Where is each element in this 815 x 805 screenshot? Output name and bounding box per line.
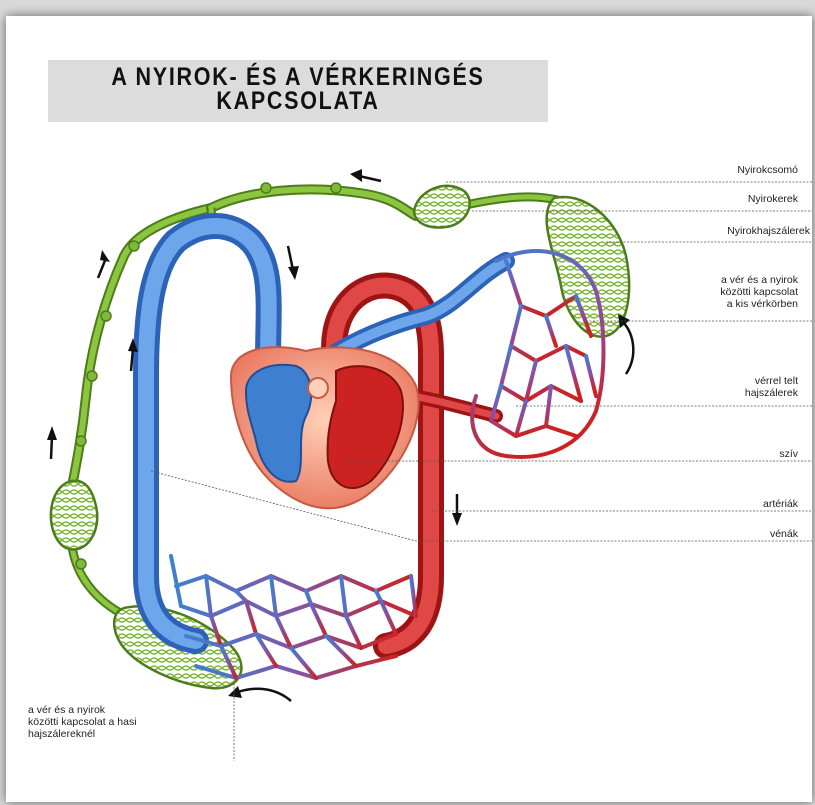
label-kis-verkor: a vér és a nyirok közötti kapcsolat a ki…	[720, 274, 798, 310]
label-nyirokhajszalerek: Nyirokhajszálerek	[727, 225, 810, 237]
label-kis-verkor-line2: közötti kapcsolat	[720, 286, 798, 298]
label-nyirokcsomo: Nyirokcsomó	[737, 164, 798, 176]
heart	[231, 347, 419, 508]
arrow-left-top	[350, 169, 381, 182]
label-hasi-line1: a vér és a nyirok	[28, 704, 137, 716]
label-hasi-line2: közötti kapcsolat a hasi	[28, 716, 137, 728]
arrow-up-1	[98, 250, 110, 278]
arrow-curve-right	[618, 314, 633, 374]
arrow-curve-bottom	[228, 686, 291, 701]
lymph-node-top	[414, 186, 470, 228]
arrow-up-3	[47, 426, 57, 459]
label-verrel-telt: vérrel telt hajszálerek	[745, 375, 798, 399]
label-hasi: a vér és a nyirok közötti kapcsolat a ha…	[28, 704, 137, 740]
label-verrel-telt-line1: vérrel telt	[745, 375, 798, 387]
lymph-node-left	[51, 481, 97, 550]
arrow-down-right	[452, 494, 462, 526]
label-hasi-line3: hajszálereknél	[28, 728, 137, 740]
diagram-page: A NYIROK- ÉS A VÉRKERINGÉS KAPCSOLATA	[6, 16, 812, 802]
label-venak: vénák	[770, 528, 798, 540]
label-arteriak: artériák	[763, 498, 798, 510]
label-kis-verkor-line3: a kis vérkörben	[720, 298, 798, 310]
label-kis-verkor-line1: a vér és a nyirok	[720, 274, 798, 286]
arrow-down-top	[288, 246, 299, 280]
label-verrel-telt-line2: hajszálerek	[745, 387, 798, 399]
lymph-capillary-net-right	[547, 197, 629, 337]
circulation-diagram	[6, 16, 812, 802]
label-nyirokerek: Nyirokerek	[748, 193, 798, 205]
label-sziv: szív	[779, 448, 798, 460]
